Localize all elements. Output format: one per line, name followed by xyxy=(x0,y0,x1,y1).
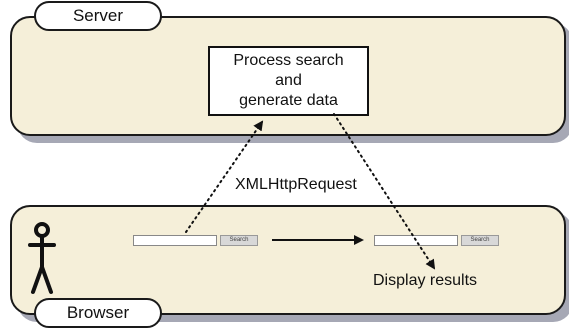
xmlhttprequest-label: XMLHttpRequest xyxy=(232,176,360,194)
process-line-2: and xyxy=(275,72,302,89)
process-box: Process search and generate data xyxy=(208,46,369,116)
request-arrow xyxy=(185,120,264,233)
response-arrow xyxy=(333,113,436,270)
process-line-3: generate data xyxy=(239,92,338,109)
browser-label: Browser xyxy=(34,298,162,328)
server-label: Server xyxy=(34,1,162,31)
search-form-before: Search xyxy=(133,235,259,246)
search-input[interactable] xyxy=(133,235,217,246)
search-button[interactable]: Search xyxy=(461,235,499,246)
process-line-1: Process search xyxy=(233,52,344,69)
browser-panel xyxy=(10,205,566,315)
display-results-label: Display results xyxy=(373,272,478,289)
search-button[interactable]: Search xyxy=(220,235,258,246)
user-stick-figure-icon xyxy=(28,222,56,294)
